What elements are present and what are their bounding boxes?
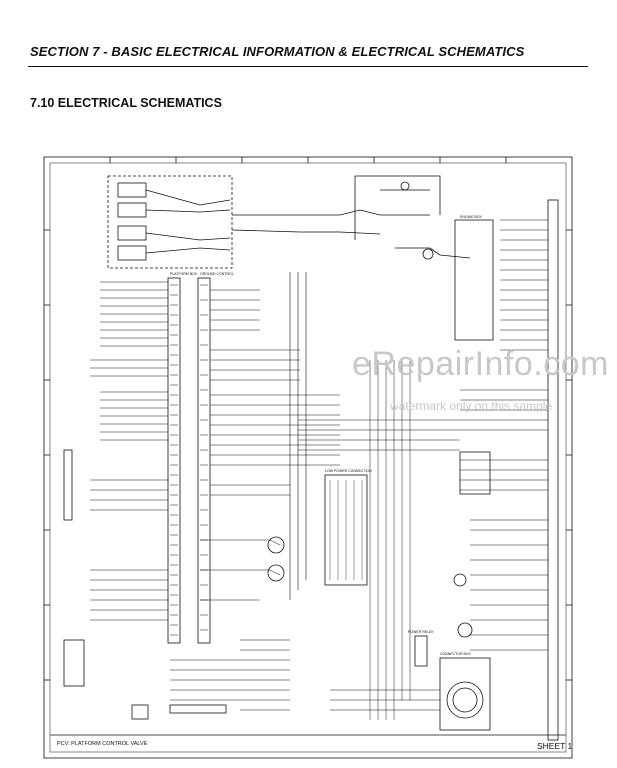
header-rule: [28, 66, 588, 67]
sheet-label: SHEET 1: [537, 741, 573, 751]
right-connector: [547, 199, 559, 741]
platform-box-bus: [167, 277, 181, 644]
joystick-box: [107, 175, 233, 269]
label-platform-box: PLATFORM BOX: [170, 272, 198, 276]
section-header: SECTION 7 - BASIC ELECTRICAL INFORMATION…: [30, 44, 525, 59]
subsection-title: 7.10 ELECTRICAL SCHEMATICS: [30, 96, 222, 110]
label-low-power: LOW POWER CONNECTION: [325, 469, 372, 473]
label-ground-control: GROUND CONTROL: [200, 272, 234, 276]
label-power-relay: POWER RELAY: [408, 630, 434, 634]
watermark-site: eRepairInfo.com: [352, 345, 609, 383]
ground-bus: [197, 277, 211, 644]
watermark-note: watermark only on this sample: [390, 399, 553, 413]
pcv-label: PCV: PLATFORM CONTROL VALVE: [57, 741, 148, 747]
label-connector-box: CONNECTOR BOX: [440, 652, 472, 656]
label-engine-box: ENGINE BOX: [460, 215, 482, 219]
schematic-inner-frame: [49, 162, 567, 753]
